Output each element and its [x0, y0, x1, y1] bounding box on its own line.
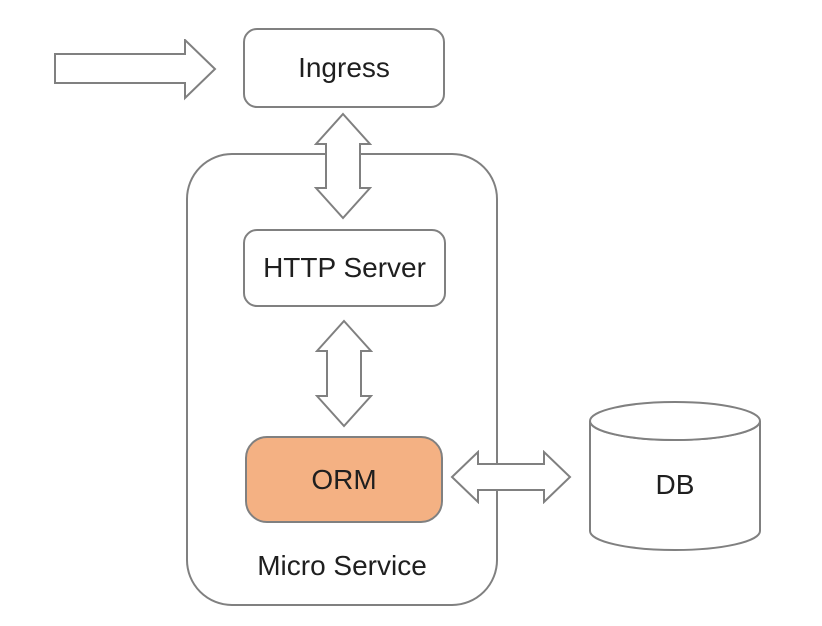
- micro-service-label: Micro Service: [257, 550, 427, 581]
- inbound-arrow: [54, 39, 217, 101]
- orm-db-double-arrow: [450, 450, 572, 504]
- http-server-label: HTTP Server: [263, 252, 426, 283]
- ingress-http-double-arrow: [314, 112, 372, 220]
- ingress-label: Ingress: [298, 52, 390, 83]
- orm-node: ORM: [245, 436, 443, 523]
- ingress-node: Ingress: [243, 28, 445, 108]
- orm-label: ORM: [311, 463, 377, 495]
- db-label: DB: [655, 469, 695, 500]
- http-server-node: HTTP Server: [243, 229, 446, 307]
- http-orm-double-arrow: [315, 319, 373, 428]
- db-cylinder: [589, 401, 761, 551]
